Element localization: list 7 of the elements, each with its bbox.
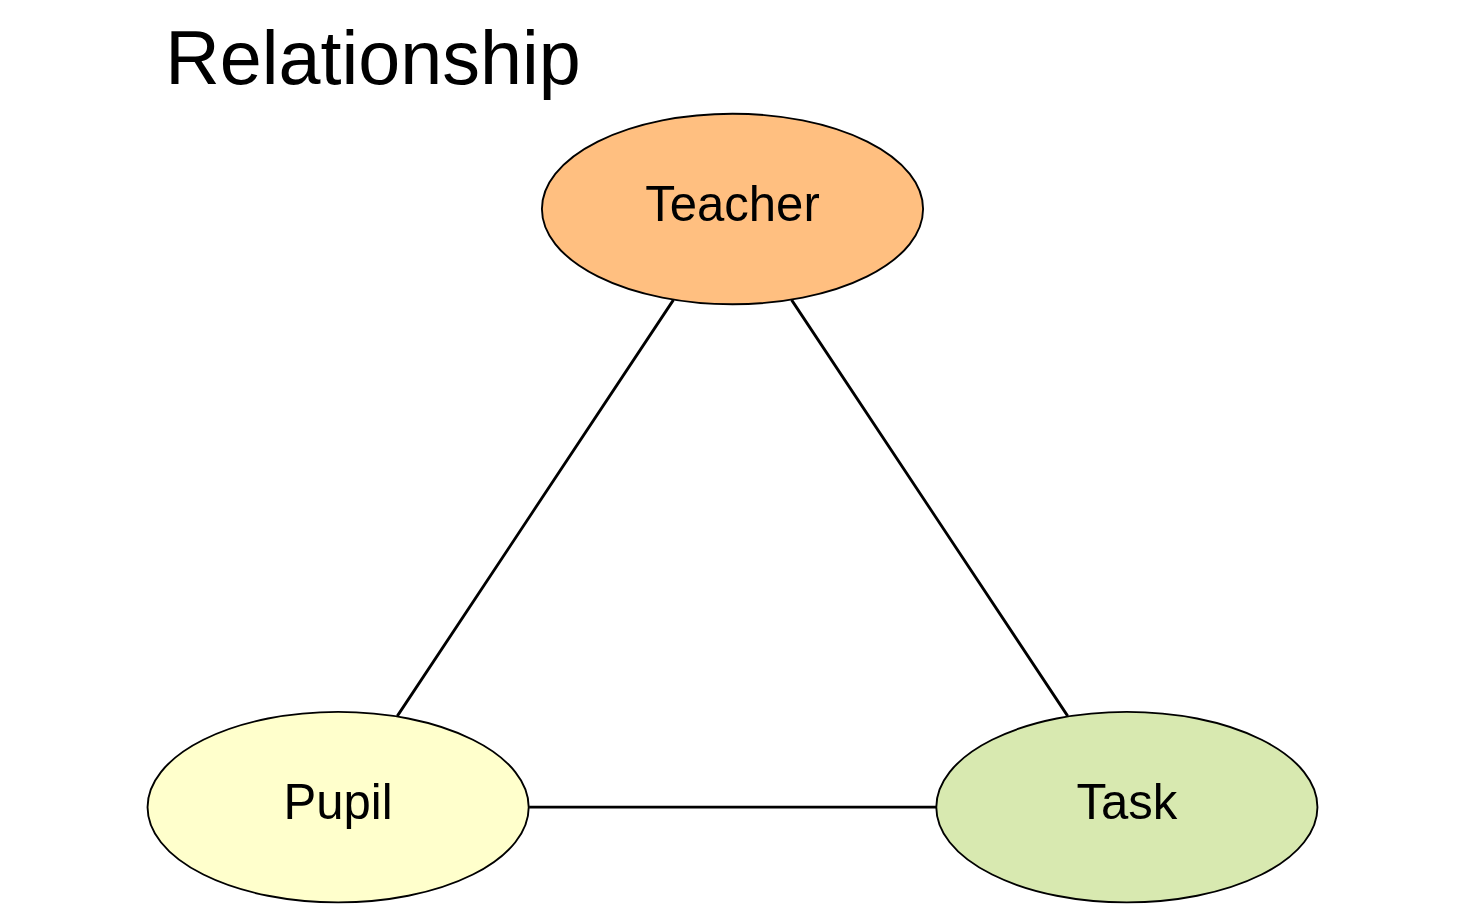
diagram-title: Relationship: [164, 15, 581, 100]
node-ellipse: Task: [934, 710, 1318, 904]
node-ellipse: Pupil: [146, 710, 530, 904]
connector: [789, 299, 1069, 717]
connector: [395, 299, 675, 717]
node-ellipse: Teacher: [540, 112, 924, 306]
connector: [528, 805, 936, 809]
